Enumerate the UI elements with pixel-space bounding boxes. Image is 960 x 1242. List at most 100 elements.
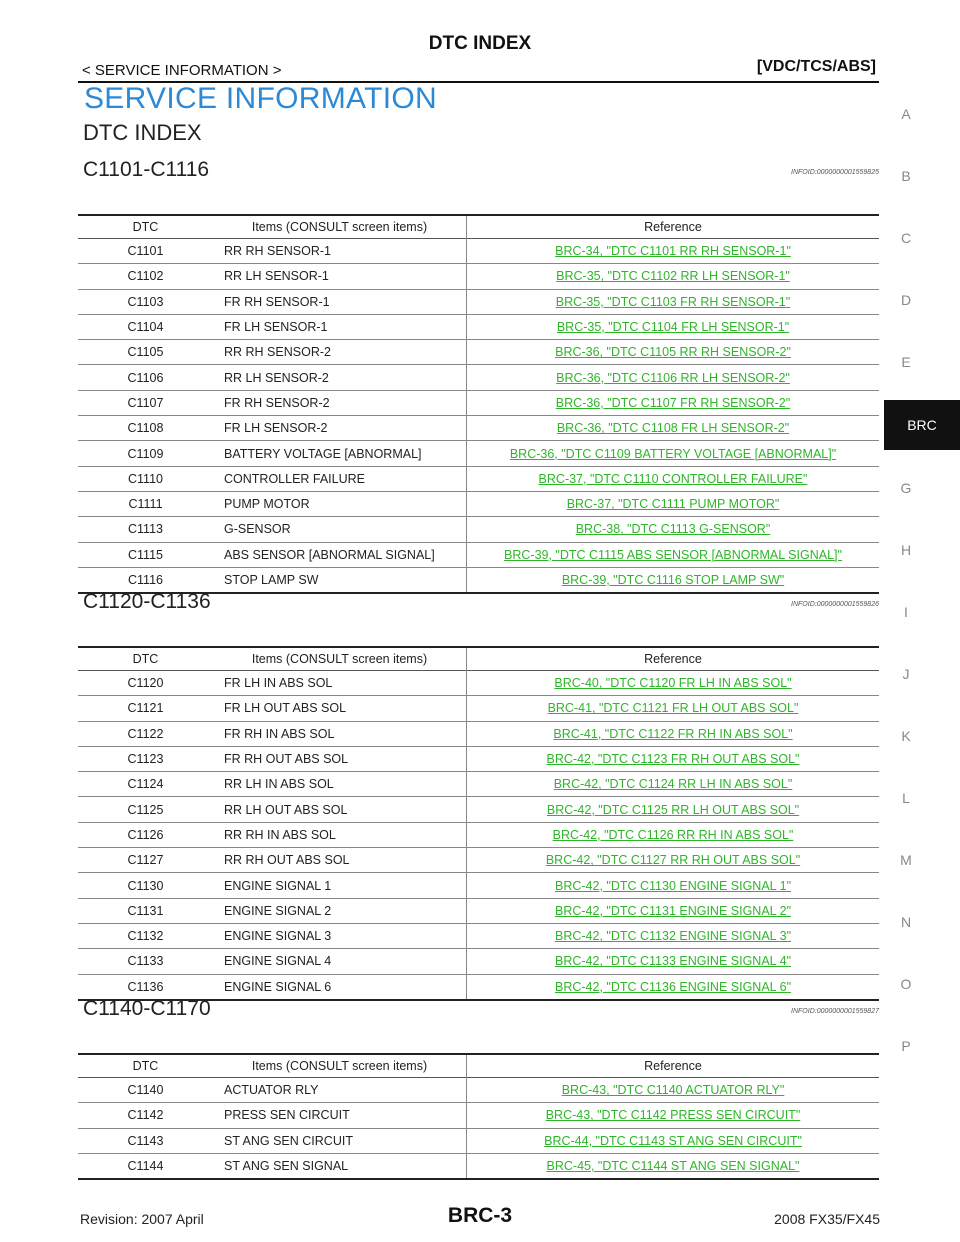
reference-link[interactable]: BRC-41, "DTC C1121 FR LH OUT ABS SOL" [547, 701, 799, 716]
section-tab-c[interactable]: C [900, 230, 912, 246]
header-divider [78, 81, 879, 83]
reference-link[interactable]: BRC-36, "DTC C1108 FR LH SENSOR-2" [556, 421, 790, 436]
consult-item: FR RH SENSOR-1 [213, 289, 467, 315]
section-tab-l[interactable]: L [902, 790, 910, 806]
reference-link[interactable]: BRC-45, "DTC C1144 ST ANG SEN SIGNAL" [546, 1159, 800, 1174]
reference-cell: BRC-35, "DTC C1104 FR LH SENSOR-1" [467, 314, 880, 339]
table-header-row: DTC Items (CONSULT screen items) Referen… [78, 1054, 879, 1078]
reference-link[interactable]: BRC-36, "DTC C1106 RR LH SENSOR-2" [556, 370, 790, 385]
column-header-items: Items (CONSULT screen items) [213, 647, 467, 671]
consult-item: ENGINE SIGNAL 6 [213, 974, 467, 1000]
reference-cell: BRC-45, "DTC C1144 ST ANG SEN SIGNAL" [467, 1153, 880, 1179]
section-tab-p[interactable]: P [901, 1038, 911, 1054]
reference-cell: BRC-42, "DTC C1131 ENGINE SIGNAL 2" [467, 898, 880, 923]
section-tab-d[interactable]: D [900, 292, 912, 308]
reference-cell: BRC-39, "DTC C1116 STOP LAMP SW" [467, 567, 880, 593]
table-header-row: DTC Items (CONSULT screen items) Referen… [78, 215, 879, 239]
section-tab-a[interactable]: A [901, 106, 911, 122]
dtc-code: C1110 [128, 471, 163, 486]
reference-cell: BRC-42, "DTC C1126 RR RH IN ABS SOL" [467, 822, 880, 847]
consult-item: CONTROLLER FAILURE [213, 466, 467, 492]
reference-link[interactable]: BRC-35, "DTC C1104 FR LH SENSOR-1" [556, 320, 790, 335]
reference-cell: BRC-44, "DTC C1143 ST ANG SEN CIRCUIT" [467, 1128, 880, 1153]
reference-cell: BRC-42, "DTC C1130 ENGINE SIGNAL 1" [467, 873, 880, 898]
section-tab-b[interactable]: B [901, 168, 911, 184]
reference-link[interactable]: BRC-36, "DTC C1109 BATTERY VOLTAGE [ABNO… [509, 446, 837, 461]
consult-item: ENGINE SIGNAL 3 [213, 923, 467, 949]
reference-cell: BRC-36, "DTC C1107 FR RH SENSOR-2" [467, 390, 880, 415]
dtc-code: C1140 [127, 1083, 164, 1098]
reference-link[interactable]: BRC-35, "DTC C1102 RR LH SENSOR-1" [556, 269, 790, 284]
reference-link[interactable]: BRC-39, "DTC C1116 STOP LAMP SW" [561, 573, 785, 587]
consult-item: FR LH IN ABS SOL [213, 670, 467, 696]
column-header-reference: Reference [644, 652, 702, 666]
reference-link[interactable]: BRC-37, "DTC C1111 PUMP MOTOR" [566, 497, 780, 512]
reference-cell: BRC-35, "DTC C1102 RR LH SENSOR-1" [467, 264, 880, 289]
consult-item: FR LH SENSOR-2 [213, 415, 467, 441]
reference-link[interactable]: BRC-42, "DTC C1127 RR RH OUT ABS SOL" [545, 853, 801, 868]
reference-link[interactable]: BRC-42, "DTC C1133 ENGINE SIGNAL 4" [554, 954, 792, 969]
consult-item: PRESS SEN CIRCUIT [213, 1102, 467, 1129]
dtc-code: C1101 [127, 244, 164, 259]
reference-cell: BRC-42, "DTC C1132 ENGINE SIGNAL 3" [467, 923, 880, 948]
section-tab-i[interactable]: I [904, 604, 908, 620]
consult-item: ST ANG SEN CIRCUIT [213, 1128, 467, 1154]
section-tab-j[interactable]: J [902, 666, 910, 682]
reference-link[interactable]: BRC-36, "DTC C1107 FR RH SENSOR-2" [555, 395, 791, 410]
reference-link[interactable]: BRC-42, "DTC C1132 ENGINE SIGNAL 3" [554, 929, 792, 944]
reference-cell: BRC-42, "DTC C1124 RR LH IN ABS SOL" [467, 772, 880, 797]
reference-link[interactable]: BRC-42, "DTC C1125 RR LH OUT ABS SOL" [546, 802, 800, 817]
reference-link[interactable]: BRC-40, "DTC C1120 FR LH IN ABS SOL" [554, 676, 792, 691]
reference-link[interactable]: BRC-38, "DTC C1113 G-SENSOR" [575, 522, 771, 537]
reference-cell: BRC-43, "DTC C1140 ACTUATOR RLY" [467, 1078, 880, 1103]
section-c1120-c1136: C1120-C1136 INFOID:0000000001559826 DTC … [78, 590, 879, 1001]
reference-link[interactable]: BRC-39, "DTC C1115 ABS SENSOR [ABNORMAL … [504, 547, 842, 562]
dtc-code: C1105 [127, 345, 164, 360]
reference-link[interactable]: BRC-42, "DTC C1136 ENGINE SIGNAL 6" [554, 979, 792, 994]
reference-link[interactable]: BRC-43, "DTC C1142 PRESS SEN CIRCUIT" [545, 1108, 801, 1123]
reference-link[interactable]: BRC-36, "DTC C1105 RR RH SENSOR-2" [555, 345, 791, 360]
reference-link[interactable]: BRC-34, "DTC C1101 RR RH SENSOR-1" [555, 244, 791, 259]
reference-link[interactable]: BRC-41, "DTC C1122 FR RH IN ABS SOL" [553, 726, 793, 741]
table-row: C1140 ACTUATOR RLY BRC-43, "DTC C1140 ACTU… [78, 1077, 880, 1103]
reference-link[interactable]: BRC-42, "DTC C1124 RR LH IN ABS SOL" [553, 777, 793, 792]
section-tab-e[interactable]: E [901, 354, 911, 370]
dtc-code: C1143 [127, 1133, 164, 1148]
reference-cell: BRC-43, "DTC C1142 PRESS SEN CIRCUIT" [467, 1103, 880, 1128]
section-tab-h[interactable]: H [900, 542, 912, 558]
section-tab-n[interactable]: N [900, 914, 912, 930]
consult-item: ACTUATOR RLY [213, 1077, 467, 1103]
consult-item: RR RH SENSOR-2 [213, 339, 467, 365]
reference-link[interactable]: BRC-42, "DTC C1123 FR RH OUT ABS SOL" [546, 752, 800, 767]
reference-link[interactable]: BRC-35, "DTC C1103 FR RH SENSOR-1" [555, 294, 791, 309]
section-tab-brc[interactable]: BRC [884, 400, 960, 450]
section-tab-m[interactable]: M [900, 852, 912, 868]
system-tag: [VDC/TCS/ABS] [756, 58, 876, 75]
reference-link[interactable]: BRC-43, "DTC C1140 ACTUATOR RLY" [561, 1083, 785, 1098]
reference-link[interactable]: BRC-37, "DTC C1110 CONTROLLER FAILURE" [538, 471, 808, 486]
consult-item: ENGINE SIGNAL 4 [213, 948, 467, 975]
reference-link[interactable]: BRC-44, "DTC C1143 ST ANG SEN CIRCUIT" [544, 1133, 802, 1148]
reference-link[interactable]: BRC-42, "DTC C1126 RR RH IN ABS SOL" [552, 827, 794, 842]
section-tab-o[interactable]: O [900, 976, 912, 992]
consult-item: ST ANG SEN SIGNAL [213, 1153, 467, 1180]
reference-cell: BRC-36, "DTC C1105 RR RH SENSOR-2" [467, 340, 880, 365]
dtc-code: C1126 [127, 827, 164, 842]
column-header-reference: Reference [644, 1059, 702, 1073]
section-tab-g[interactable]: G [900, 480, 912, 496]
section-tab-k[interactable]: K [901, 728, 911, 744]
reference-cell: BRC-37, "DTC C1110 CONTROLLER FAILURE" [467, 466, 880, 491]
reference-cell: BRC-42, "DTC C1136 ENGINE SIGNAL 6" [467, 974, 880, 1000]
reference-link[interactable]: BRC-42, "DTC C1130 ENGINE SIGNAL 1" [554, 878, 792, 893]
reference-link[interactable]: BRC-42, "DTC C1131 ENGINE SIGNAL 2" [554, 903, 792, 918]
